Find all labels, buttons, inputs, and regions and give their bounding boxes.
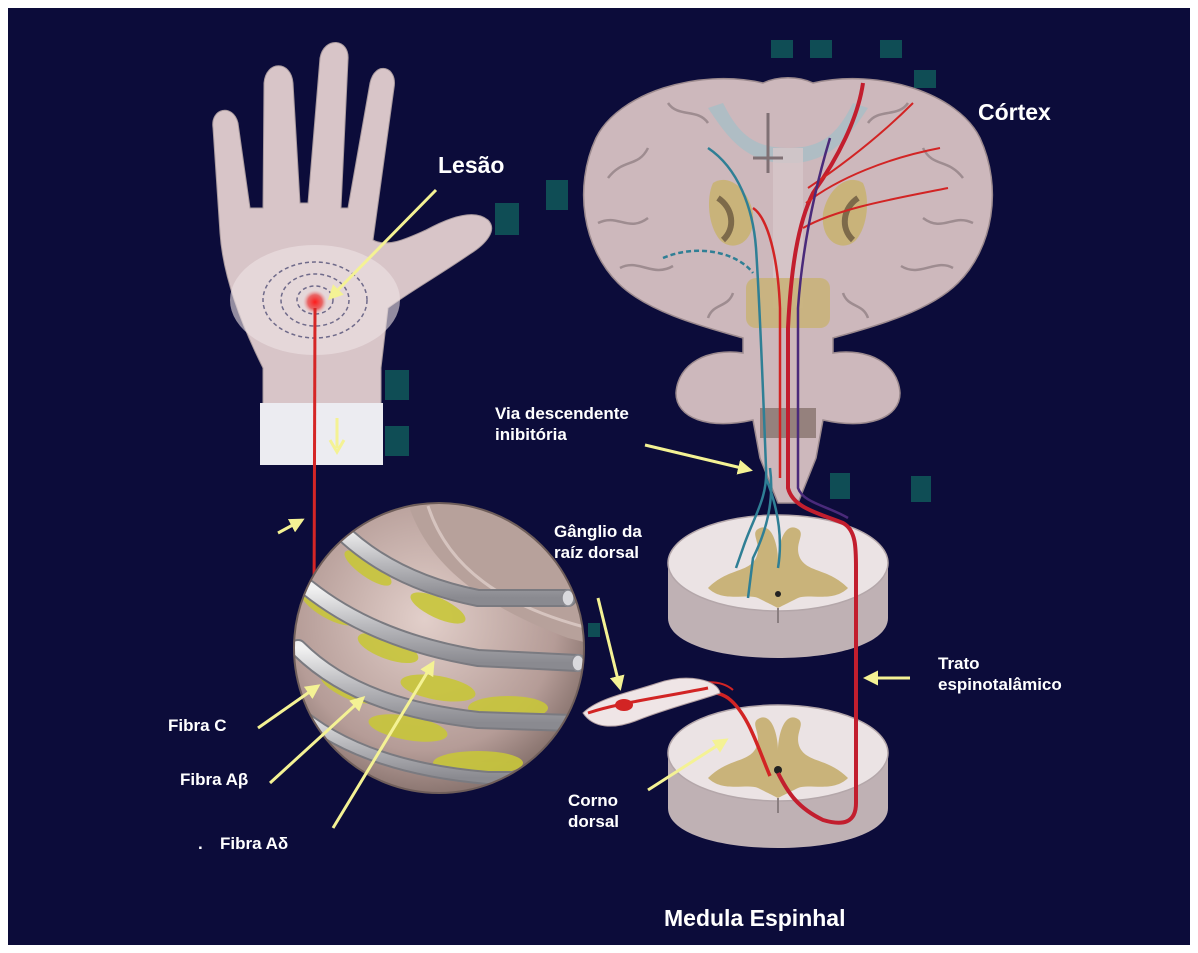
label-via-descendente: Via descendente inibitória (495, 404, 629, 445)
label-fibra-ab: Fibra Aβ (180, 770, 248, 791)
label-fibra-c: Fibra C (168, 716, 227, 737)
label-cortex: Córtex (978, 98, 1051, 126)
stray-mark: . (198, 834, 203, 855)
label-medula-espinhal: Medula Espinhal (664, 904, 845, 932)
label-lesao: Lesão (438, 151, 504, 179)
label-corno-dorsal: Corno dorsal (568, 791, 619, 832)
diagram-frame: Lesão Córtex Via descendente inibitória … (8, 8, 1190, 945)
label-ganglio: Gânglio da raíz dorsal (554, 522, 642, 563)
label-trato: Trato espinotalâmico (938, 654, 1062, 695)
label-fibra-ad: Fibra Aδ (220, 834, 288, 855)
